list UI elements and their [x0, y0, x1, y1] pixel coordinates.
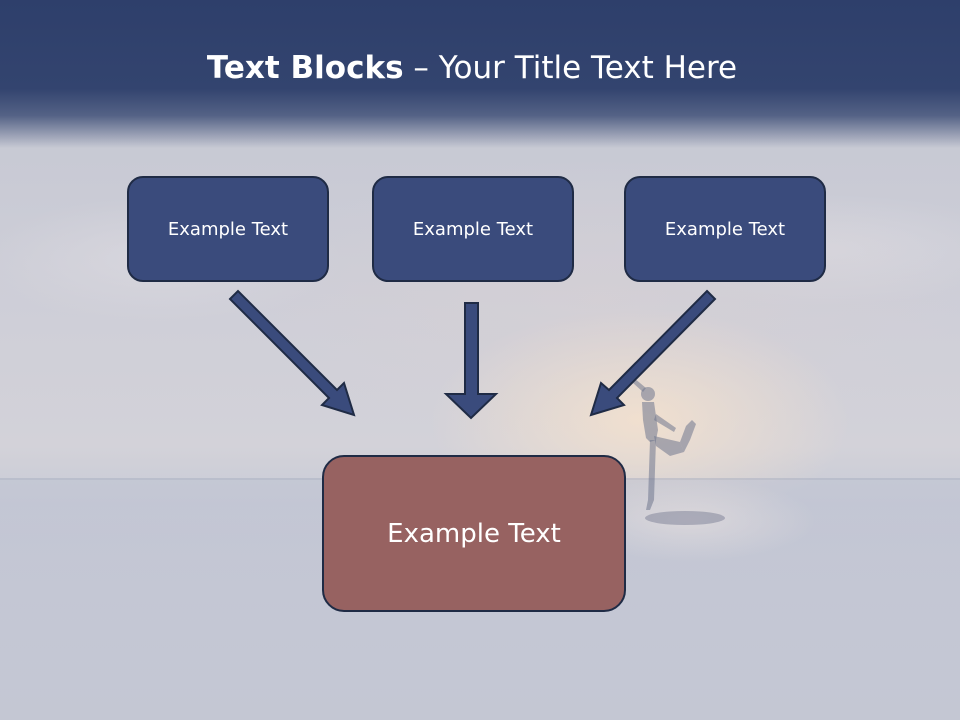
text-box-1[interactable]: Example Text: [127, 176, 329, 282]
yoga-silhouette: [632, 380, 725, 525]
slide-title: Text Blocks – Your Title Text Here: [0, 50, 944, 86]
text-box-2[interactable]: Example Text: [372, 176, 574, 282]
text-box-result[interactable]: Example Text: [322, 455, 626, 612]
arrow-right: [589, 289, 717, 417]
arrow-center: [443, 302, 499, 420]
title-rest: Your Title Text Here: [438, 50, 738, 86]
text-box-3-label: Example Text: [664, 218, 786, 240]
text-box-1-label: Example Text: [167, 218, 289, 240]
text-box-2-label: Example Text: [412, 218, 534, 240]
title-separator: –: [403, 50, 439, 86]
title-bar: [0, 0, 960, 148]
text-box-result-label: Example Text: [387, 518, 561, 549]
arrow-left: [228, 289, 356, 417]
title-bold-part: Text Blocks: [206, 50, 404, 86]
text-box-3[interactable]: Example Text: [624, 176, 826, 282]
